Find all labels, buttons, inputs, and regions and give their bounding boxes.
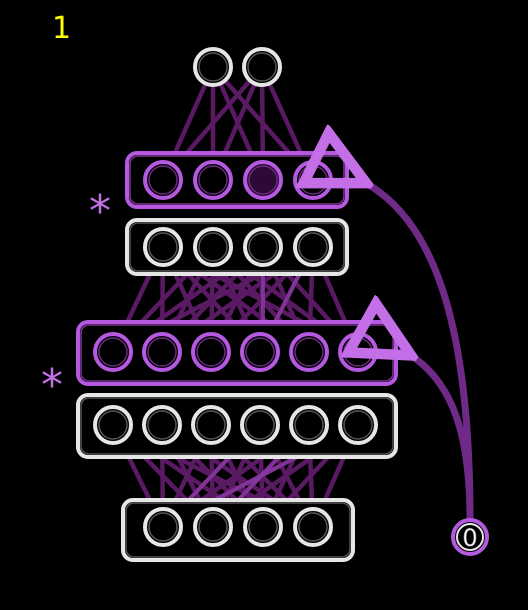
bias-group: 0 bbox=[451, 518, 489, 556]
unit-layer-2-active bbox=[142, 332, 182, 372]
unit-ring bbox=[148, 232, 178, 262]
unit-output bbox=[193, 47, 233, 87]
unit-input bbox=[143, 507, 183, 547]
bias-arrows bbox=[360, 180, 474, 523]
unit-ring bbox=[98, 337, 128, 367]
unit-ring bbox=[245, 337, 275, 367]
unit-ring bbox=[196, 337, 226, 367]
unit-ring bbox=[198, 512, 228, 542]
unit-ring bbox=[298, 512, 328, 542]
layer-box-inner bbox=[80, 397, 394, 455]
unit-ring bbox=[245, 410, 275, 440]
unit-ring bbox=[148, 512, 178, 542]
unit-layer-4-active bbox=[193, 160, 233, 200]
unit-layer-3 bbox=[293, 227, 333, 267]
layer-marker: * bbox=[89, 186, 111, 237]
unit-layer-3 bbox=[193, 227, 233, 267]
unit-ring bbox=[148, 165, 178, 195]
unit-layer-2-active bbox=[191, 332, 231, 372]
unit-input bbox=[243, 507, 283, 547]
unit-layer-1 bbox=[142, 405, 182, 445]
unit-output bbox=[242, 47, 282, 87]
unit-layer-2-active bbox=[93, 332, 133, 372]
unit-layer-1 bbox=[240, 405, 280, 445]
unit-ring bbox=[248, 165, 278, 195]
unit-ring bbox=[147, 410, 177, 440]
markers: ** bbox=[41, 186, 111, 411]
layer-box-input bbox=[121, 498, 355, 562]
unit-layer-4-active bbox=[293, 160, 333, 200]
unit-layer-1 bbox=[93, 405, 133, 445]
unit-ring bbox=[147, 337, 177, 367]
unit-ring bbox=[196, 410, 226, 440]
bias-label: 0 bbox=[462, 524, 477, 552]
unit-ring bbox=[98, 410, 128, 440]
step-number: 1 bbox=[52, 11, 72, 46]
unit-ring bbox=[198, 52, 228, 82]
unit-layer-3 bbox=[143, 227, 183, 267]
unit-layer-4-active bbox=[243, 160, 283, 200]
unit-ring bbox=[198, 232, 228, 262]
unit-layer-2-active bbox=[240, 332, 280, 372]
unit-layer-3 bbox=[243, 227, 283, 267]
unit-input bbox=[193, 507, 233, 547]
unit-ring bbox=[248, 232, 278, 262]
layer-box-inner bbox=[129, 222, 345, 272]
unit-layer-1 bbox=[191, 405, 231, 445]
unit-input bbox=[293, 507, 333, 547]
unit-layer-4-active bbox=[143, 160, 183, 200]
unit-layer-1 bbox=[338, 405, 378, 445]
unit-ring bbox=[198, 165, 228, 195]
unit-ring bbox=[247, 52, 277, 82]
layer-box-inner bbox=[125, 502, 351, 558]
unit-ring bbox=[248, 512, 278, 542]
unit-ring bbox=[343, 410, 373, 440]
unit-layer-1 bbox=[289, 405, 329, 445]
unit-layer-2-active bbox=[289, 332, 329, 372]
unit-ring bbox=[294, 410, 324, 440]
unit-ring bbox=[298, 232, 328, 262]
unit-layer-2-active bbox=[338, 332, 378, 372]
unit-ring bbox=[294, 337, 324, 367]
layer-marker: * bbox=[41, 360, 63, 411]
layer-box-layer-3 bbox=[125, 218, 349, 276]
bias-arrow-middle bbox=[405, 352, 474, 523]
